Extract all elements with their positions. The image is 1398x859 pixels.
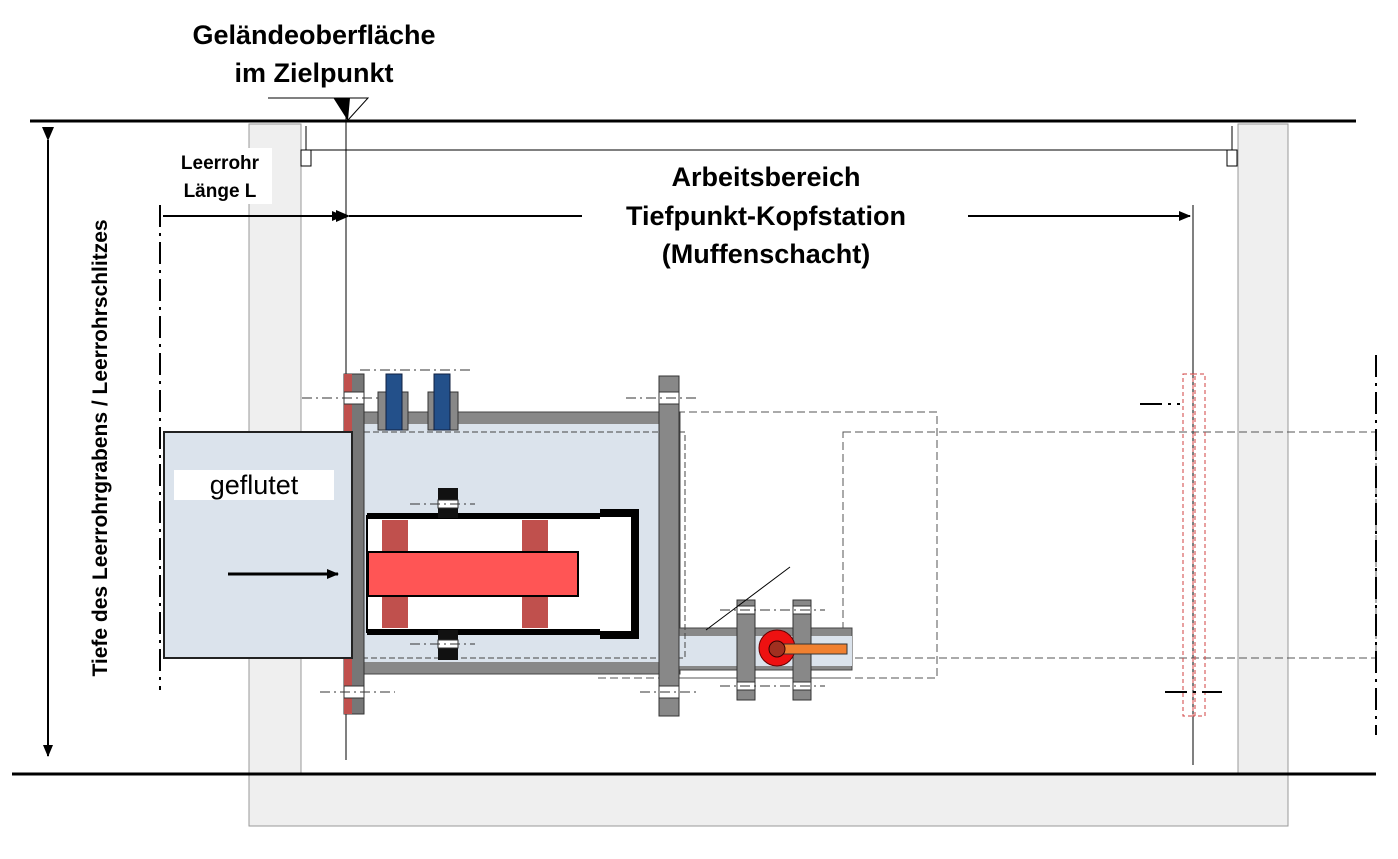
right-pit-wall (1237, 123, 1289, 775)
flooded-pipe (163, 431, 353, 659)
surface-triangle-icon (268, 97, 370, 121)
surface-label-line1: Geländeoberfläche (192, 20, 435, 50)
work-area-label-line3: (Muffenschacht) (662, 239, 871, 269)
flooded-label: geflutet (210, 470, 299, 500)
surface-label-line2: im Zielpunkt (234, 58, 393, 88)
conduit-label-line2: Länge L (184, 181, 257, 202)
right-flange (626, 375, 700, 717)
cover-rail (300, 126, 1238, 167)
conduit-label-bg (166, 148, 272, 204)
ball-valve-icon (758, 629, 848, 667)
flooded-label-bg (174, 470, 334, 500)
work-area-label-line2: Tiefpunkt-Kopfstation (626, 201, 906, 231)
work-area-label-line1: Arbeitsbereich (671, 162, 860, 192)
conduit-label-line1: Leerrohr (181, 153, 260, 174)
depth-label: Tiefe des Leerrohrgrabens / Leerrohrschl… (89, 219, 112, 676)
piston-assembly (366, 488, 639, 660)
pit-floor (248, 773, 1289, 827)
blue-bolts (360, 369, 470, 431)
